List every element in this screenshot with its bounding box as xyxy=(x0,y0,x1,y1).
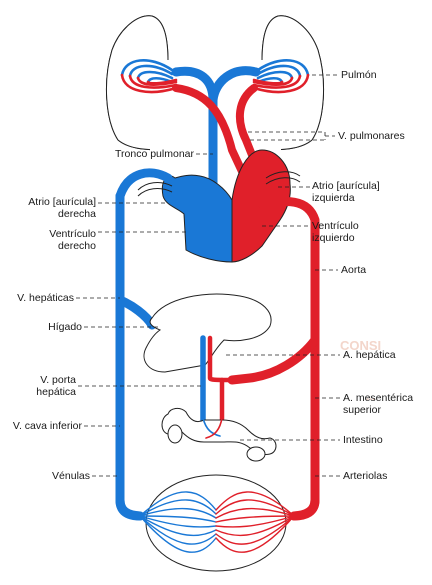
svg-text:...: ... xyxy=(366,391,375,403)
liver xyxy=(143,293,272,373)
label-v-porta: V. porta hepática xyxy=(4,374,76,398)
label-v-cava-inferior: V. cava inferior xyxy=(12,420,82,432)
left-lung-capillaries xyxy=(120,59,178,94)
label-venulas: Vénulas xyxy=(52,470,90,482)
label-atrio-derecho-line1: Atrio [aurícula] xyxy=(28,196,96,208)
bleed-through-text: CONSI ... xyxy=(340,338,381,403)
label-atrio-izquierdo-line2: izquierda xyxy=(312,192,355,204)
label-v-hepaticas: V. hepáticas xyxy=(17,292,74,304)
label-pulmon: Pulmón xyxy=(341,69,377,81)
label-atrio-derecho-line2: derecha xyxy=(58,208,96,220)
pulmonary-arteries xyxy=(171,66,261,195)
label-a-mesenterica-line1: A. mesentérica xyxy=(343,392,414,404)
label-ventriculo-izquierdo-line2: izquierdo xyxy=(312,232,355,244)
label-a-hepatica: A. hepática xyxy=(343,349,396,361)
leader-lines xyxy=(76,74,340,477)
label-atrio-izquierdo-line1: Atrio [aurícula] xyxy=(312,180,380,192)
label-v-porta-line1: V. porta xyxy=(40,374,76,386)
label-atrio-izquierdo: Atrio [aurícula] izquierda xyxy=(312,180,380,204)
label-ventriculo-izquierdo-line1: Ventrículo xyxy=(312,220,359,232)
intestine-capillaries xyxy=(202,417,223,439)
label-v-pulmonares: V. pulmonares xyxy=(338,130,405,142)
intestine xyxy=(161,407,277,462)
label-ventriculo-derecho-line2: derecho xyxy=(58,240,96,252)
label-a-mesenterica: A. mesentérica superior xyxy=(343,392,413,416)
label-intestino: Intestino xyxy=(343,434,383,446)
capillary-bed xyxy=(139,491,295,553)
label-atrio-derecho: Atrio [aurícula] derecha xyxy=(4,196,96,220)
label-a-mesenterica-line2: superior xyxy=(343,404,381,416)
label-tronco-pulmonar: Tronco pulmonar xyxy=(115,148,194,160)
label-ventriculo-derecho-line1: Ventrículo xyxy=(49,228,96,240)
label-arteriolas: Arteriolas xyxy=(343,470,388,482)
label-v-porta-line2: hepática xyxy=(36,386,76,398)
heart-right-side xyxy=(161,174,233,263)
label-aorta: Aorta xyxy=(341,264,367,276)
pulmonary-veins xyxy=(172,84,262,184)
svg-text:CONSI: CONSI xyxy=(340,338,381,353)
label-higado: Hígado xyxy=(48,321,82,333)
label-ventriculo-izquierdo: Ventrículo izquierdo xyxy=(312,220,359,244)
label-ventriculo-derecho: Ventrículo derecho xyxy=(4,228,96,252)
right-lung-capillaries xyxy=(252,59,310,94)
